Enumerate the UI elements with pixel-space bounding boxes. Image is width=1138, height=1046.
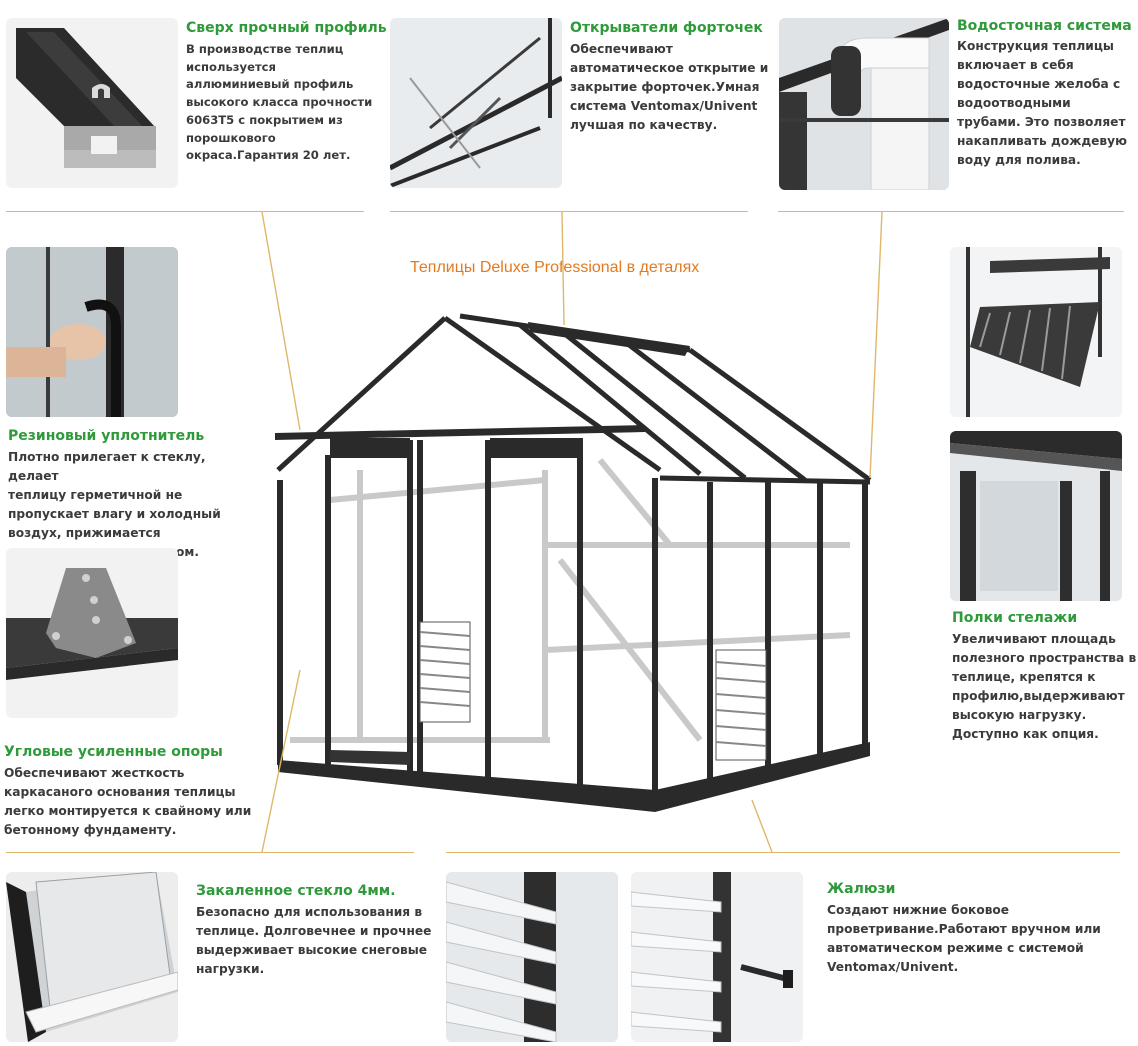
louvre-handle-photo bbox=[631, 872, 803, 1042]
rubber-seal-photo bbox=[6, 247, 178, 417]
tempered-glass-photo bbox=[6, 872, 178, 1042]
divider-bottom-left bbox=[6, 852, 414, 853]
page-heading: Теплицы Deluxe Professional в деталях bbox=[410, 259, 700, 276]
aluminium-profile-photo bbox=[6, 18, 178, 188]
tempered-glass-title: Закаленное стекло 4мм. bbox=[196, 883, 396, 899]
shelf-closeup-photo bbox=[950, 431, 1122, 601]
louvre-slats-photo bbox=[446, 872, 618, 1042]
divider-top-right bbox=[778, 211, 1124, 212]
gutter-title: Водосточная система bbox=[957, 18, 1132, 34]
shelves-title: Полки стелажи bbox=[952, 610, 1078, 626]
louvres-description: Создают нижние боковое проветривание.Раб… bbox=[827, 903, 1101, 974]
vent-openers-description: Обеспечивают автоматическое открытие и з… bbox=[570, 42, 769, 132]
profile-description: В производстве теплиц используется аллюм… bbox=[186, 42, 373, 163]
divider-top-left bbox=[6, 211, 364, 212]
shelves-description: Увеличивают площадь полезного пространст… bbox=[952, 632, 1137, 741]
shelving-photo bbox=[950, 247, 1122, 417]
vent-openers-title: Открыватели форточек bbox=[570, 20, 763, 36]
louvres-title: Жалюзи bbox=[827, 881, 896, 897]
corner-supports-description: Обеспечивают жесткость каркасаного основ… bbox=[4, 766, 252, 837]
gutter-description: Конструкция теплицы включает в себя водо… bbox=[957, 39, 1127, 167]
greenhouse-illustration bbox=[270, 300, 880, 825]
corner-supports-title: Угловые усиленные опоры bbox=[4, 744, 223, 760]
gutter-downpipe-photo bbox=[779, 18, 949, 190]
corner-bracket-photo bbox=[6, 548, 178, 718]
tempered-glass-description: Безопасно для использования в теплице. Д… bbox=[196, 905, 432, 976]
divider-top-middle bbox=[390, 211, 748, 212]
rubber-seal-title: Резиновый уплотнитель bbox=[8, 428, 205, 444]
divider-bottom-right bbox=[446, 852, 1120, 853]
profile-title: Сверх прочный профиль bbox=[186, 20, 387, 36]
vent-opener-photo bbox=[390, 18, 562, 188]
